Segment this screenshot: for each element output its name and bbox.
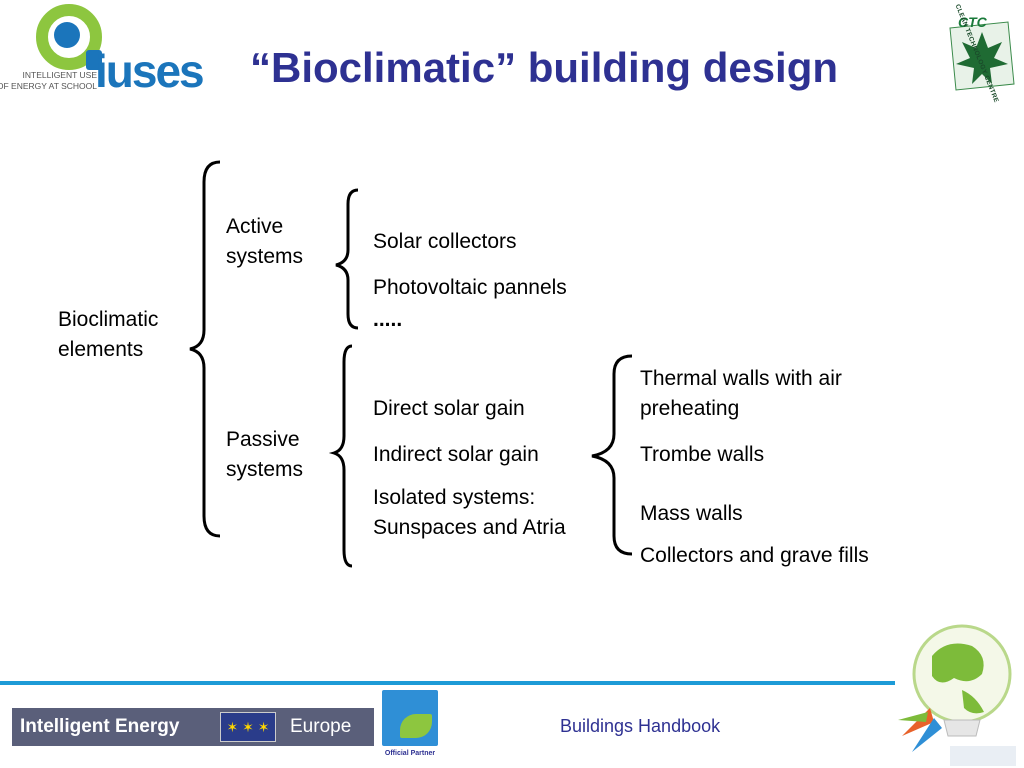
- active-item: Photovoltaic pannels: [373, 276, 567, 299]
- program-name-left: Intelligent Energy: [20, 716, 180, 737]
- root-brace: [189, 160, 221, 538]
- passive-item: Indirect solar gain: [373, 443, 539, 466]
- active-item: .....: [373, 308, 403, 331]
- ctc-logo: CTC CLEAN TECHNOLOGY CENTRE: [938, 3, 1022, 104]
- indirect-item: Collectors and grave fills: [640, 544, 869, 567]
- indirect-item: Thermal walls with air preheating: [640, 367, 842, 420]
- globe-bulb-icon: [898, 624, 1016, 766]
- program-name-right: Europe: [290, 716, 352, 737]
- maple-leaf-icon: [949, 21, 1015, 91]
- ctc-abbr: CTC: [958, 14, 987, 30]
- intelligent-energy-banner: Intelligent Energy ✶ ✶ ✶ Europe: [12, 708, 374, 746]
- partner-caption: Official Partner: [384, 750, 436, 757]
- iuses-dot-icon: [54, 22, 80, 48]
- braces-graphic: [189, 160, 633, 568]
- passive-item: Isolated systems: Sunspaces and Atria: [373, 486, 566, 539]
- iuses-brand: iuses: [95, 45, 205, 97]
- indirect-item: Trombe walls: [640, 443, 765, 466]
- page-title: “Bioclimatic” building design: [250, 44, 839, 91]
- active-systems-label: Active systems: [226, 215, 304, 268]
- iuses-tagline: INTELLIGENT USE OF ENERGY AT SCHOOL: [0, 70, 97, 92]
- official-partner-logo: Official Partner: [380, 690, 440, 764]
- indirect-item: Mass walls: [640, 502, 743, 525]
- passive-brace: [328, 344, 353, 568]
- root-label: Bioclimatic elements: [58, 308, 159, 361]
- passive-systems-label: Passive systems: [226, 428, 304, 481]
- iuses-tagline-line1: INTELLIGENT USE: [22, 70, 97, 80]
- eu-flag-icon: ✶ ✶ ✶: [220, 712, 276, 742]
- passive-item: Direct solar gain: [373, 397, 525, 420]
- iuses-tagline-line2: OF ENERGY AT SCHOOL: [0, 81, 97, 91]
- iuses-logo: iuses INTELLIGENT USE OF ENERGY AT SCHOO…: [0, 0, 225, 100]
- active-item: Solar collectors: [373, 230, 517, 253]
- handbook-label: Buildings Handbook: [560, 716, 721, 736]
- indirect-brace: [591, 354, 633, 556]
- active-brace: [335, 188, 359, 330]
- bioclimatic-diagram: Bioclimatic elements Active systems Pass…: [0, 150, 1024, 590]
- footer-divider: [0, 681, 895, 685]
- iuses-tail-icon: [86, 50, 102, 70]
